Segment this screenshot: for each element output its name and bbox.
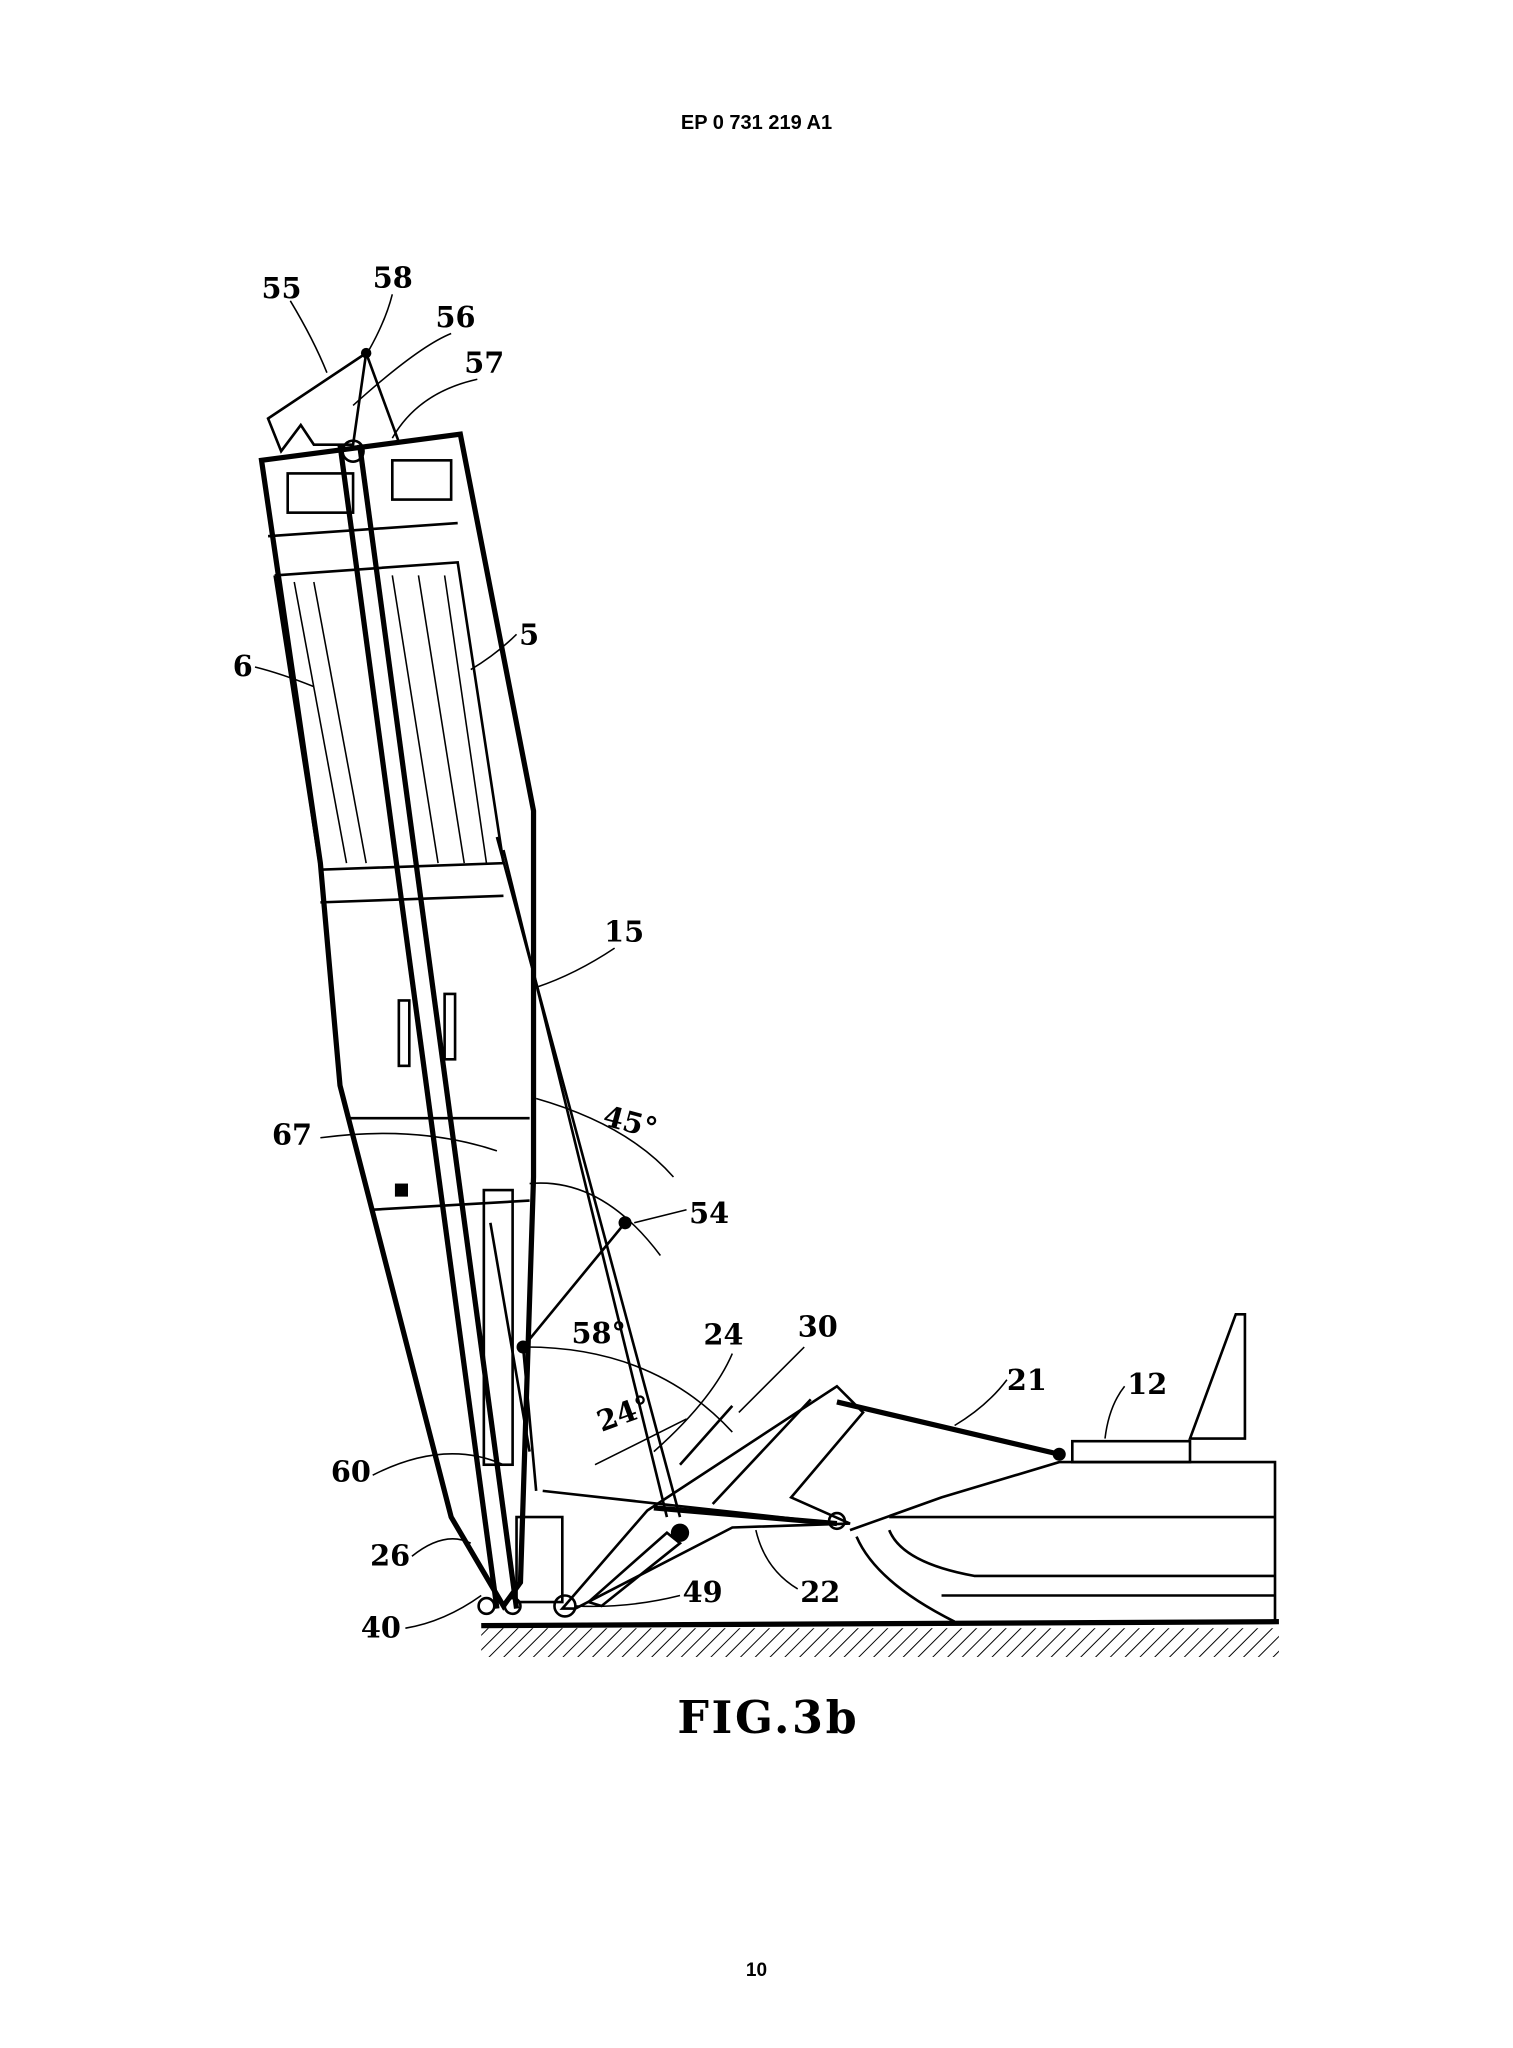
base-frame	[477, 1313, 1277, 1623]
ground	[481, 1619, 1279, 1657]
label-60: 60	[331, 1455, 371, 1489]
page-number: 10	[745, 1960, 768, 1981]
label-67: 67	[272, 1117, 312, 1151]
label-22: 22	[800, 1575, 840, 1609]
label-6: 6	[233, 649, 253, 683]
label-55: 55	[262, 271, 302, 305]
angle-arcs	[525, 1097, 733, 1466]
leader-lines	[254, 294, 1126, 1629]
label-49: 49	[683, 1575, 723, 1609]
label-12: 12	[1127, 1367, 1167, 1401]
label-45deg: 45°	[600, 1099, 661, 1146]
label-40: 40	[361, 1610, 401, 1644]
label-30: 30	[798, 1310, 838, 1344]
cables	[495, 836, 838, 1525]
label-24: 24	[704, 1317, 744, 1351]
folded-panels	[258, 431, 564, 1611]
publication-number: EP 0 731 219 A1	[680, 112, 833, 134]
figure-caption: FIG.3b	[677, 1692, 859, 1744]
label-58deg: 58°	[571, 1316, 625, 1350]
reference-labels: 55 58 56 57 6 5 15 67 45° 54 58° 24 30 2…	[233, 261, 1167, 1744]
label-15: 15	[604, 915, 644, 949]
label-54: 54	[689, 1196, 729, 1230]
label-26: 26	[370, 1538, 410, 1572]
label-56: 56	[435, 300, 475, 334]
label-57: 57	[464, 346, 504, 380]
label-21: 21	[1007, 1363, 1047, 1397]
label-58: 58	[373, 261, 413, 295]
label-5: 5	[519, 618, 539, 652]
